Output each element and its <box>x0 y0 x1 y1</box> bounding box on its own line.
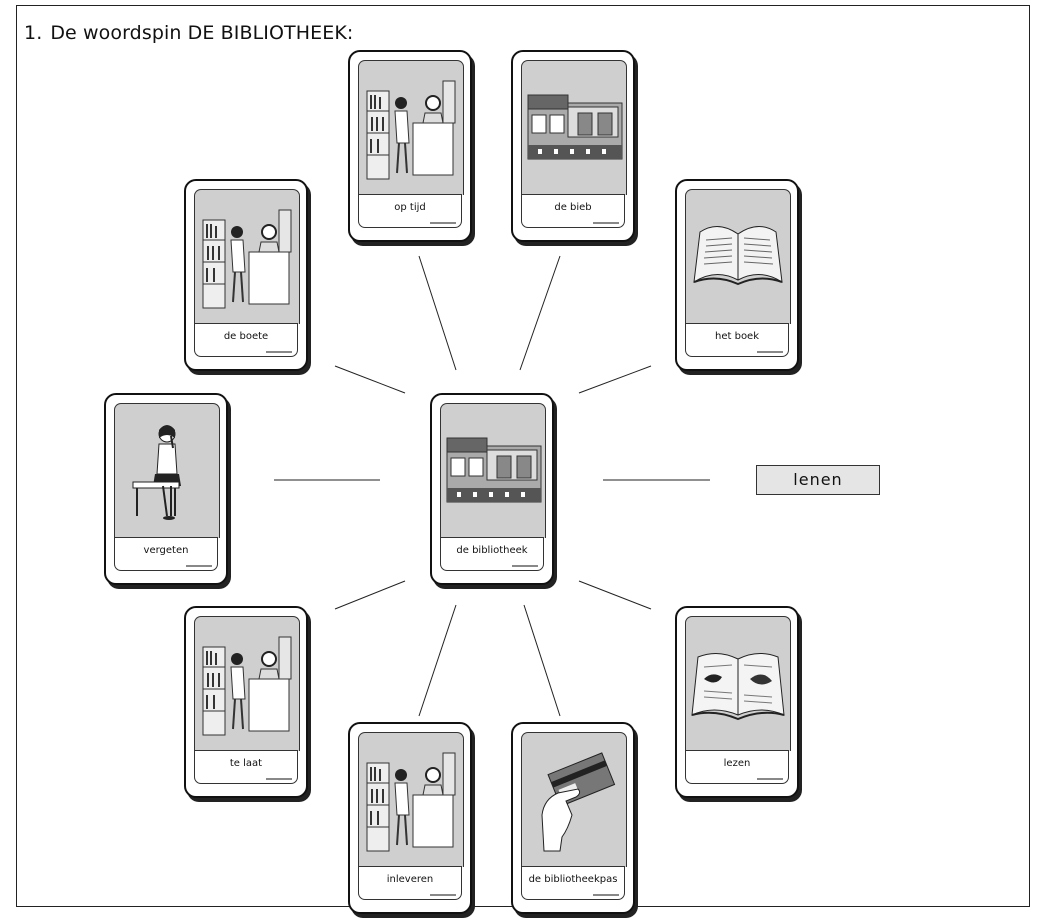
card-het-boek: het boek <box>675 179 799 371</box>
card-label: de bieb <box>554 202 592 213</box>
library-desk-icon <box>194 616 300 751</box>
library-card-hand-icon <box>521 732 627 867</box>
card-op-tijd: op tijd <box>348 50 472 242</box>
card-caption: inleveren <box>358 866 462 900</box>
card-caption: lezen <box>685 750 789 784</box>
library-building-icon <box>521 60 627 195</box>
card-de-bibliotheek-center: de bibliotheek <box>430 393 554 585</box>
card-lezen: lezen <box>675 606 799 798</box>
open-book-icon <box>685 616 791 751</box>
library-desk-icon <box>358 60 464 195</box>
card-label: te laat <box>229 758 263 769</box>
card-te-laat: te laat <box>184 606 308 798</box>
card-label: lezen <box>723 758 751 769</box>
connector-line <box>578 365 652 394</box>
card-de-bibliotheekpas: de bibliotheekpas <box>511 722 635 914</box>
card-vergeten: vergeten <box>104 393 228 585</box>
card-caption: de boete <box>194 323 298 357</box>
exercise-number: 1. <box>24 22 43 44</box>
thinking-girl-icon <box>114 403 220 538</box>
connector-line <box>334 580 406 610</box>
card-label: het boek <box>715 331 759 342</box>
card-caption: vergeten <box>114 537 218 571</box>
card-label: op tijd <box>394 202 426 213</box>
connector-line <box>334 365 406 394</box>
card-de-boete: de boete <box>184 179 308 371</box>
card-caption: op tijd <box>358 194 462 228</box>
connector-line <box>523 604 561 717</box>
card-label: de boete <box>223 331 269 342</box>
card-label: inleveren <box>386 874 434 885</box>
card-caption: de bibliotheekpas <box>521 866 625 900</box>
card-caption: het boek <box>685 323 789 357</box>
card-caption: de bieb <box>521 194 625 228</box>
connector-line <box>418 255 457 371</box>
connector-line <box>519 255 561 371</box>
library-desk-icon <box>194 189 300 324</box>
open-book-icon <box>685 189 791 324</box>
answer-box-lenen: lenen <box>756 465 880 495</box>
card-label: vergeten <box>143 545 189 556</box>
card-label: de bibliotheek <box>456 545 528 556</box>
library-desk-icon <box>358 732 464 867</box>
card-inleveren: inleveren <box>348 722 472 914</box>
card-de-bieb: de bieb <box>511 50 635 242</box>
card-caption: de bibliotheek <box>440 537 544 571</box>
library-building-icon <box>440 403 546 538</box>
card-label: de bibliotheekpas <box>528 874 618 885</box>
connector-line <box>418 604 457 717</box>
card-caption: te laat <box>194 750 298 784</box>
exercise-heading: 1. De woordspin DE BIBLIOTHEEK: <box>24 22 353 44</box>
connector-line <box>578 580 652 610</box>
exercise-title: De woordspin DE BIBLIOTHEEK: <box>50 22 354 44</box>
